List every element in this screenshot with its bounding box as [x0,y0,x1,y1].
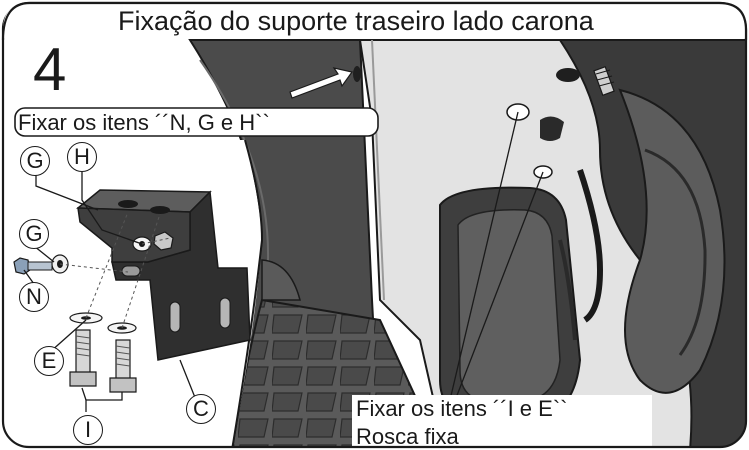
title: Fixação do suporte traseiro lado carona [118,6,594,36]
bolts-i [69,329,137,393]
label-box [14,107,379,137]
instruction-ngh: Fixar os itens ´´N, G e H`` [18,110,270,135]
callout-c: C [186,394,216,424]
step-number: 4 [33,36,67,103]
callout-h: H [67,142,97,172]
instruction-ie: Fixar os itens ´´I e E`` [356,396,568,421]
callout-i: I [73,415,103,445]
screw-detail [593,65,615,97]
callout-e: E [34,346,64,376]
callout-g-mid: G [19,219,49,249]
callout-n: N [19,282,49,312]
arrow [289,67,354,99]
callout-g-top: G [20,146,50,176]
instruction-rosca: Rosca fixa [356,424,459,449]
washer-nut [132,231,174,252]
